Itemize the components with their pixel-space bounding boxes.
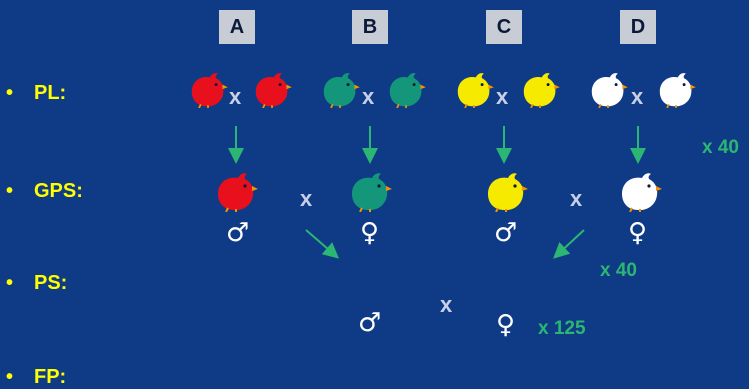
bullet: • xyxy=(6,366,14,388)
male-symbol-gps-c: ♂ xyxy=(494,218,518,248)
cross-pl-b: x xyxy=(362,84,375,109)
female-symbol-ps: ♀ xyxy=(496,310,516,340)
column-header-c: C xyxy=(486,10,522,44)
chick-pl-a1-icon xyxy=(190,72,228,108)
cross-pl-d: x xyxy=(631,84,644,109)
chick-gps-d-icon xyxy=(621,172,662,212)
column-header-a: A xyxy=(219,10,255,44)
cross-ps: x xyxy=(440,292,453,317)
bullet: • xyxy=(6,272,14,294)
male-symbol-gps-a: ♂ xyxy=(226,218,250,248)
arrow-cd-to-ps xyxy=(553,229,585,259)
cross-gps-cd: x xyxy=(570,186,583,211)
cross-pl-c: x xyxy=(496,84,509,109)
chick-pl-a2-icon xyxy=(254,72,292,108)
arrow-ab-to-ps xyxy=(305,229,340,259)
generation-fp: • FP: xyxy=(6,366,66,389)
bullet: • xyxy=(6,82,14,104)
cross-gps-ab: x xyxy=(300,186,313,211)
bullet: • xyxy=(6,180,14,202)
generation-ps: • PS: xyxy=(6,272,67,295)
chick-ps-ab-icon xyxy=(349,262,390,302)
multiplier-ps-to-fp: x 125 xyxy=(538,318,586,339)
generation-gps: • GPS: xyxy=(6,180,83,203)
chick-pl-c1-icon xyxy=(456,72,494,108)
chick-gps-a-icon xyxy=(217,172,258,212)
generation-label: GPS: xyxy=(34,180,83,202)
male-symbol-ps: ♂ xyxy=(358,308,382,338)
column-header-d: D xyxy=(620,10,656,44)
chick-pl-d1-icon xyxy=(590,72,628,108)
chick-pl-d2-icon xyxy=(658,72,696,108)
chick-ps-cd-icon xyxy=(487,262,528,302)
chick-pl-b2-icon xyxy=(388,72,426,108)
chick-fp-icon xyxy=(426,342,464,378)
chick-pl-c2-icon xyxy=(522,72,560,108)
chick-gps-c-icon xyxy=(487,172,528,212)
generation-label: FP: xyxy=(34,366,67,388)
female-symbol-gps-d: ♀ xyxy=(628,218,648,248)
multiplier-pl-to-gps: x 40 xyxy=(702,137,739,158)
generation-label: PS: xyxy=(34,272,68,294)
multiplier-gps-to-ps: x 40 xyxy=(600,260,637,281)
chick-pl-b1-icon xyxy=(322,72,360,108)
generation-label: PL: xyxy=(34,82,67,104)
column-header-b: B xyxy=(352,10,388,44)
female-symbol-gps-b: ♀ xyxy=(360,218,380,248)
generation-pl: • PL: xyxy=(6,82,66,105)
cross-pl-a: x xyxy=(229,84,242,109)
chick-gps-b-icon xyxy=(351,172,392,212)
